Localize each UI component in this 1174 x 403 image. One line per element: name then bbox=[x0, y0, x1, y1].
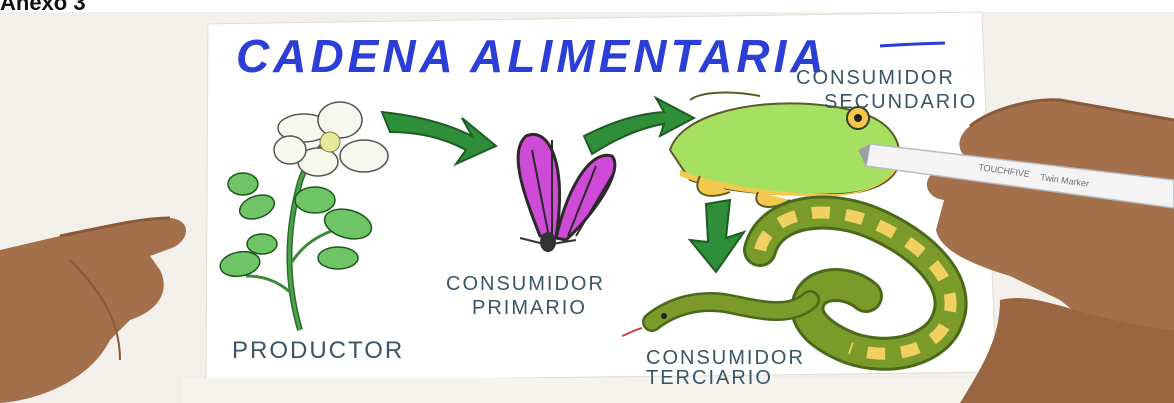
right-hand-with-marker: TOUCHFIVE Twin Marker bbox=[858, 98, 1174, 403]
label-producer: PRODUCTOR bbox=[232, 337, 404, 364]
butterfly-drawing bbox=[516, 132, 617, 252]
paper-edge bbox=[182, 378, 1052, 403]
arrow-producer-to-primary bbox=[380, 110, 498, 167]
flower bbox=[273, 101, 389, 177]
label-secondary-line1: CONSUMIDOR bbox=[796, 67, 955, 89]
annex-heading: Anexo 3 bbox=[0, 0, 86, 15]
label-primary-line1: CONSUMIDOR bbox=[446, 273, 605, 295]
label-tertiary-line2: TERCIARIO bbox=[646, 367, 773, 389]
plant-drawing bbox=[219, 101, 389, 331]
label-primary-line2: PRIMARIO bbox=[472, 297, 587, 319]
snake-drawing bbox=[621, 195, 968, 371]
label-tertiary-line1: CONSUMIDOR bbox=[646, 347, 805, 369]
left-hand bbox=[0, 216, 186, 403]
poster-title: CADENA ALIMENTARIA bbox=[236, 30, 828, 82]
title-underline bbox=[879, 41, 946, 48]
arrow-primary-to-secondary bbox=[582, 95, 697, 156]
arrow-secondary-to-tertiary bbox=[687, 198, 747, 274]
label-secondary-line2: SECUNDARIO bbox=[824, 91, 977, 113]
